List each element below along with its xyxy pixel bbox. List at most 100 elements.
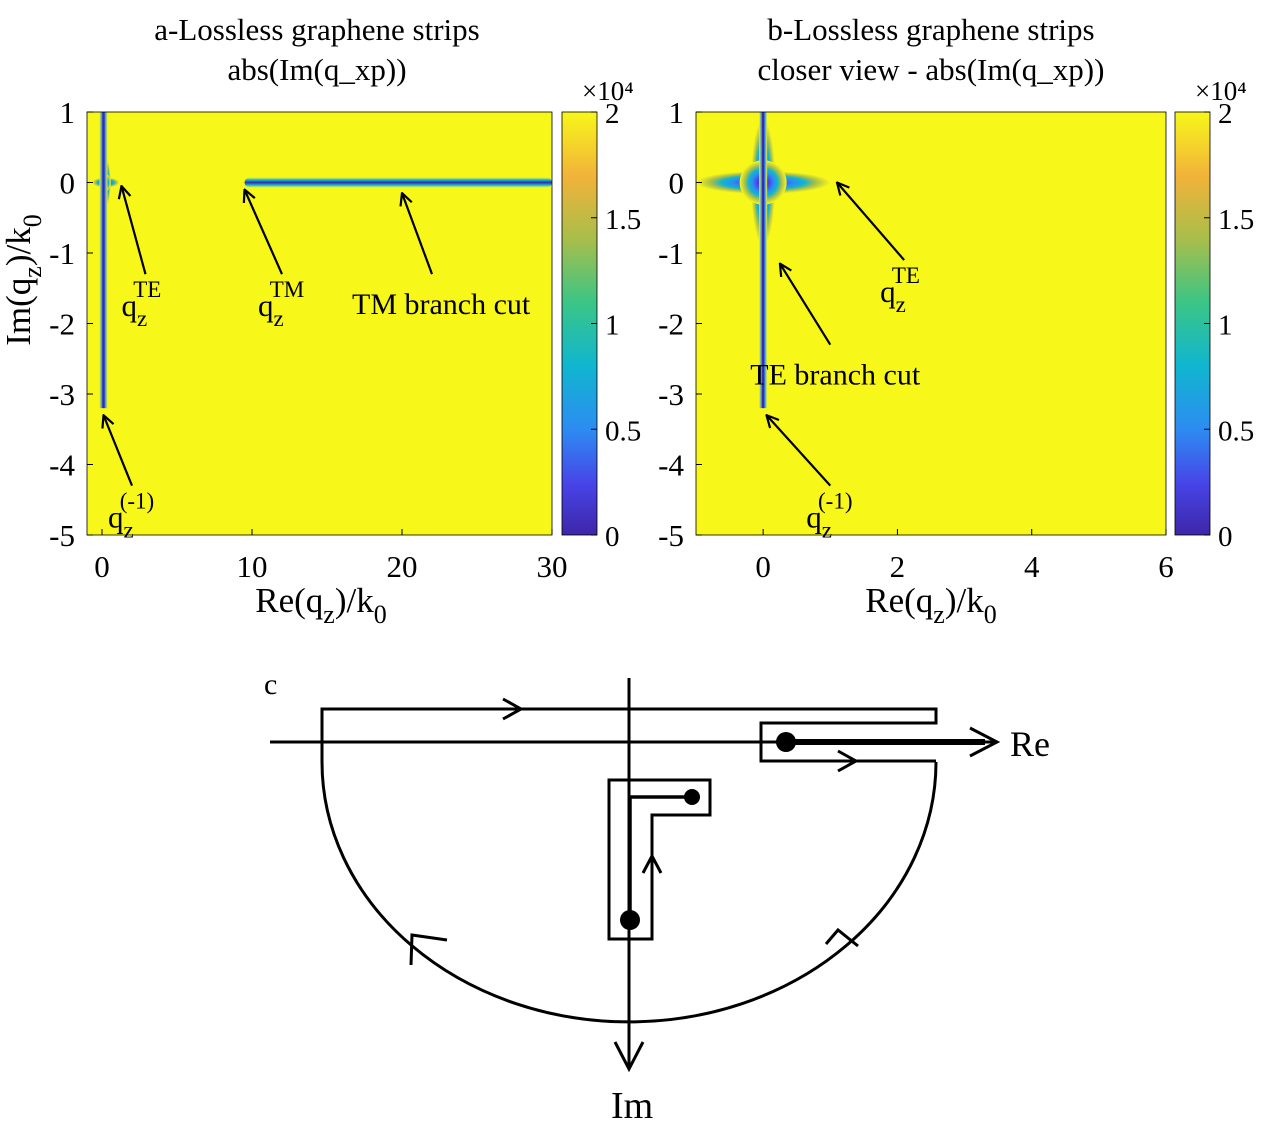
label-sub: z — [933, 600, 945, 629]
label-text: k — [966, 581, 984, 620]
x-tick-label: 6 — [1158, 549, 1174, 584]
label-text: Re(q — [255, 581, 323, 620]
label-sup: TM — [270, 277, 305, 302]
x-tick-label: 30 — [537, 549, 568, 584]
label-sup: TE — [133, 277, 161, 302]
label-base: q — [108, 500, 124, 535]
label-sup: TE — [892, 263, 920, 288]
panel-b: b-Lossless graphene strips closer view - … — [658, 12, 1254, 629]
y-tick-label: 1 — [60, 95, 76, 130]
label-sub: 0 — [374, 600, 387, 629]
colorbar-tick-label: 2 — [605, 98, 620, 130]
x-tick-label: 2 — [890, 549, 906, 584]
panel-c-label: c — [264, 668, 277, 701]
y-tick-label: 0 — [669, 166, 685, 201]
label-base: q — [880, 274, 896, 309]
y-axis-label: Im(qz)/k0 — [0, 214, 47, 345]
colorbar-tick-label: 1.5 — [605, 204, 641, 236]
contour-arrow-left-arc — [409, 933, 448, 966]
x-tick-label: 10 — [237, 549, 268, 584]
annotation-label: TE branch cut — [750, 359, 921, 392]
y-tick-label: -2 — [49, 307, 75, 342]
colorbar-tick-label: 1 — [605, 310, 620, 342]
colorbar-tick-label: 0.5 — [605, 415, 641, 447]
annotation-arrow — [104, 415, 134, 487]
tm-branch-cut-band — [244, 177, 552, 188]
colorbar-tick-label: 1.5 — [1218, 204, 1254, 236]
label-sub: z — [323, 600, 335, 629]
real-axis-arrowhead — [969, 726, 1001, 758]
heatmap-features — [696, 112, 831, 409]
real-axis-label: Re — [1010, 724, 1050, 764]
upper-contour-path — [320, 707, 938, 763]
label-sub: z — [18, 266, 47, 278]
label-text: k — [356, 581, 374, 620]
label-sup: (-1) — [818, 489, 852, 514]
label-sub: z — [124, 518, 134, 543]
y-tick-label: -2 — [658, 307, 684, 342]
label-text: )/ — [945, 581, 967, 620]
chart-title-line: abs(Im(q_xp)) — [227, 52, 406, 87]
colorbar-multiplier: ×10⁴ — [582, 76, 634, 106]
annotation-arrow — [837, 183, 905, 261]
label-sub: z — [137, 306, 147, 331]
y-tick-label: 1 — [669, 95, 685, 130]
label-sub: z — [896, 292, 906, 317]
annotation-label: qz TE — [122, 277, 162, 331]
chart-title-line: closer view - abs(Im(q_xp)) — [758, 52, 1105, 87]
y-tick-label: -3 — [658, 377, 684, 412]
annotation-label: qz (-1) — [806, 489, 852, 543]
annotation-arrow — [767, 415, 832, 487]
panel-a: a-Lossless graphene strips abs(Im(q_xp)) 0… — [0, 12, 641, 629]
label-sub: 0 — [984, 600, 997, 629]
y-tick-label: -5 — [658, 518, 684, 553]
label-text: Re(q — [865, 581, 933, 620]
x-tick-label: 0 — [94, 549, 110, 584]
annotation-arrow — [245, 190, 284, 275]
annotation-arrow — [780, 264, 832, 346]
y-tick-label: -4 — [49, 448, 75, 483]
annotation-arrow — [402, 193, 434, 275]
y-tick-label: 0 — [60, 166, 76, 201]
heatmap-background — [87, 112, 552, 535]
x-axis-label: Re(qz)/k0 — [255, 581, 386, 629]
x-tick-label: 4 — [1024, 549, 1040, 584]
label-sub: 0 — [18, 214, 47, 227]
chart-title-line: b-Lossless graphene strips — [767, 12, 1094, 47]
contour-arrow-tm-cut — [837, 749, 860, 773]
colorbar-tick-label: 2 — [1218, 98, 1233, 130]
x-tick-label: 20 — [387, 549, 418, 584]
lower-branch-point — [620, 910, 640, 930]
annotation-label: qz (-1) — [108, 489, 154, 543]
label-base: q — [122, 288, 138, 323]
te-keyhole-contour — [607, 778, 712, 941]
label-sub: z — [822, 518, 832, 543]
te-branch-cut — [628, 795, 692, 920]
y-tick-label: -1 — [658, 236, 684, 271]
colorbar-tick-label: 1 — [1218, 310, 1233, 342]
label-sup: (-1) — [120, 489, 154, 514]
label-base: q — [258, 288, 274, 323]
imag-axis-arrowhead — [613, 1041, 645, 1073]
contour-arrow-top — [502, 697, 525, 721]
semicircle-contour — [320, 761, 938, 1024]
tm-branch-point — [776, 732, 796, 752]
chart-title-line: a-Lossless graphene strips — [154, 12, 479, 47]
imag-axis-label: Im — [611, 1085, 653, 1127]
annotation-label: qzTM — [258, 277, 304, 331]
contour-diagram: c Re Im — [264, 668, 1050, 1127]
annotation-arrow — [122, 186, 147, 275]
label-text: k — [0, 227, 38, 245]
label-base: q — [806, 500, 822, 535]
heatmap-features — [92, 112, 552, 409]
contour-arrow-keyhole — [641, 852, 663, 874]
colorbar-tick-label: 0 — [1218, 521, 1233, 553]
annotation-label: TM branch cut — [352, 288, 531, 321]
y-tick-label: -5 — [49, 518, 75, 553]
x-tick-label: 0 — [755, 549, 771, 584]
label-text: )/ — [335, 581, 357, 620]
colorbar-tick-label: 0 — [605, 521, 620, 553]
contour-arrow-right-arc — [824, 927, 859, 948]
label-text: )/ — [0, 244, 38, 266]
